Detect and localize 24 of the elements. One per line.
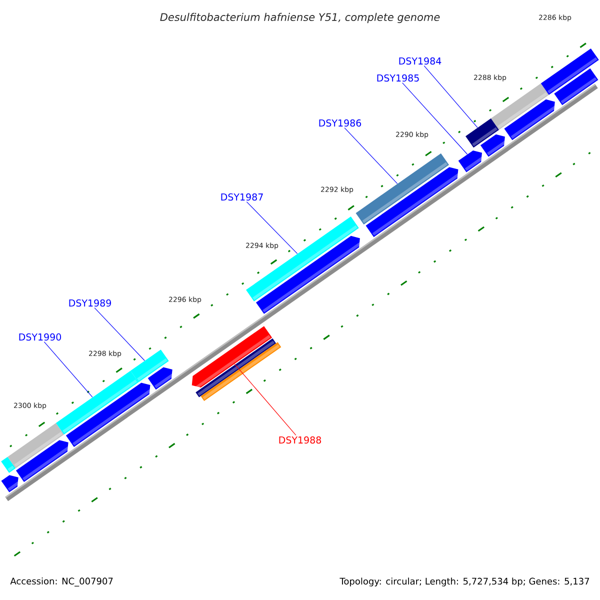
leader-line <box>344 128 398 184</box>
gene-feature <box>458 150 485 172</box>
gene-block <box>56 370 139 434</box>
leader-line <box>402 82 468 155</box>
leader-line <box>246 202 298 254</box>
gene-block <box>356 153 449 225</box>
gene-label: DSY1988 <box>279 436 322 444</box>
footer-text: Topology: circular; Length: 5,727,534 bp; Genes: 5,137 <box>340 578 590 586</box>
leader-line <box>44 342 93 398</box>
gene-block <box>246 216 359 302</box>
gene-label: DSY1987 <box>221 193 263 201</box>
footer-text: Accession: NC_007907 <box>10 578 113 586</box>
leader-line <box>94 308 145 361</box>
leader-line <box>234 364 296 436</box>
gene-label: DSY1984 <box>399 57 442 65</box>
gene-feature <box>192 326 272 390</box>
gene-label: DSY1989 <box>69 299 111 307</box>
leader-line <box>424 66 478 128</box>
gene-block <box>466 118 499 148</box>
gene-block <box>130 350 169 382</box>
gene-label: DSY1985 <box>377 74 419 82</box>
gene-label: DSY1990 <box>19 333 62 341</box>
gene-label: DSY1986 <box>319 119 362 127</box>
title: Desulfitobacterium hafniense Y51, complete genome <box>160 12 440 24</box>
